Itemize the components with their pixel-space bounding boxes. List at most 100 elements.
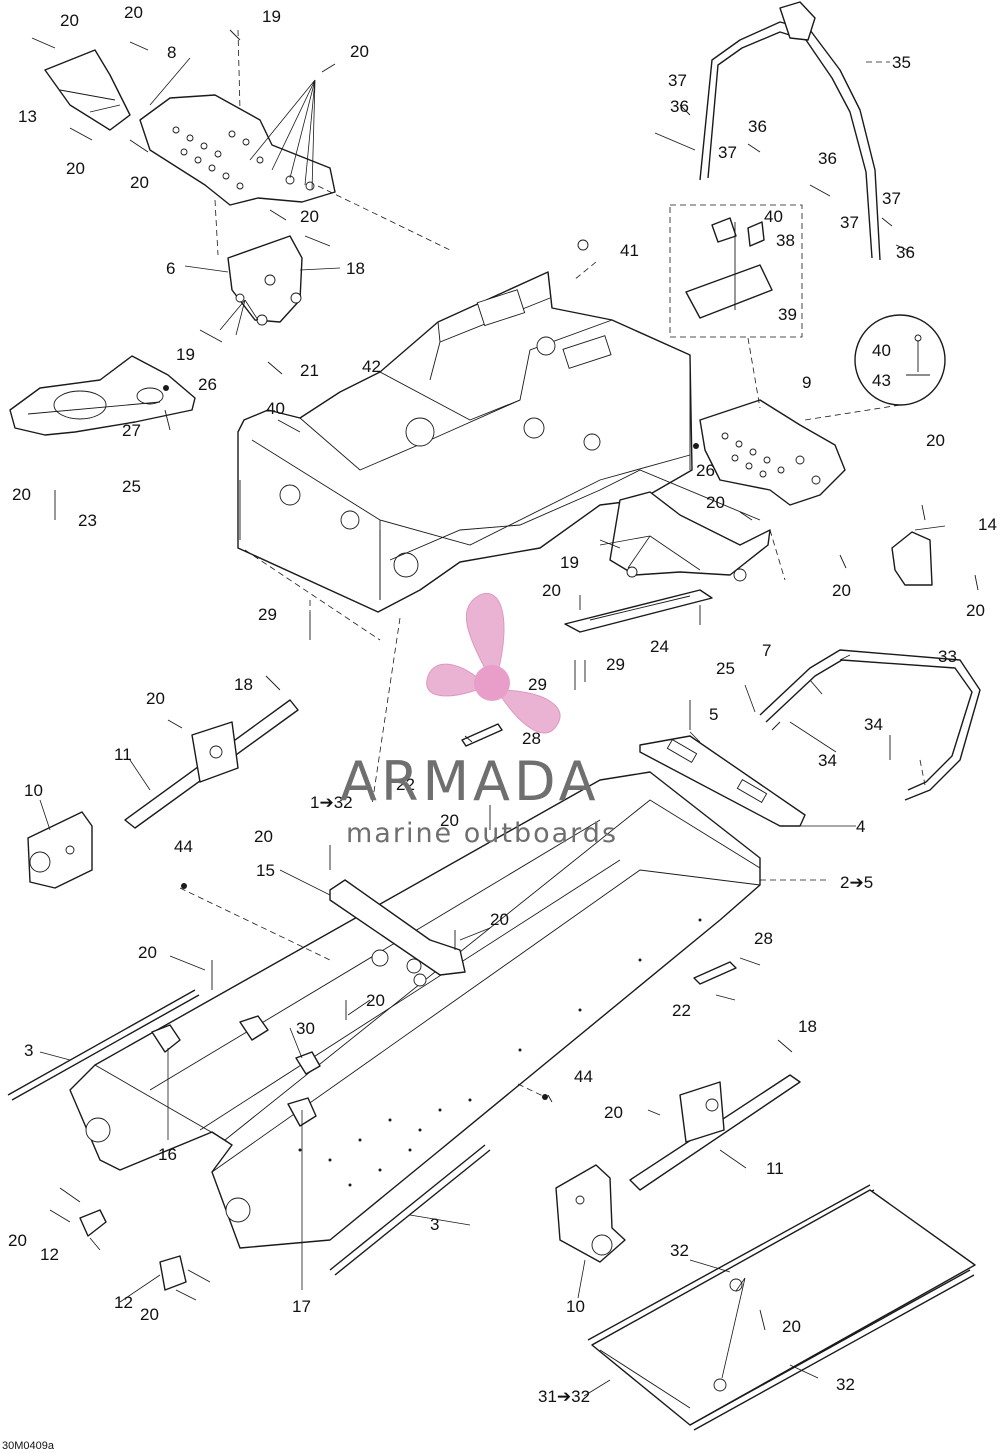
callout-label: 4 [856,817,865,836]
bracket-10-right [555,1164,626,1263]
callout-label: 20 [140,1305,159,1324]
callout-label: 20 [926,431,945,450]
callout-label: 29 [258,605,277,624]
callout-label: 39 [778,305,797,324]
callout-label: 18 [234,675,253,694]
callout-label: 25 [716,659,735,678]
callout-label: 20 [130,173,149,192]
callout-label: 17 [292,1297,311,1316]
brace-24 [564,589,713,633]
callout-label: 20 [490,910,509,929]
callout-label: 32 [836,1375,855,1394]
callout-label: 2➔5 [840,873,873,892]
handle-35 [699,1,881,261]
callout-label: 15 [256,861,275,880]
callout-label: 36 [670,97,689,116]
callout-label: 22 [672,1001,691,1020]
callout-label: 20 [254,827,273,846]
callout-label: 20 [300,207,319,226]
callout-label: 11 [114,745,132,764]
callout-label: 7 [762,641,771,660]
callout-label: 20 [966,601,985,620]
callout-label: 28 [522,729,541,748]
callout-label: 5 [709,705,718,724]
callout-label: 33 [938,647,957,666]
callout-label: 20 [66,159,85,178]
callout-label: 9 [802,373,811,392]
bracket-6 [227,235,303,326]
callout-label: 20 [60,11,79,30]
callout-label: 40 [764,207,783,226]
callout-label: 24 [650,637,669,656]
bumper-33 [759,649,981,801]
callout-label: 18 [346,259,365,278]
callout-label: 20 [542,581,561,600]
callout-label: 19 [560,553,579,572]
callout-label: 23 [78,511,97,530]
bar-11-right [629,1074,801,1191]
callout-label: 20 [146,689,165,708]
callout-label: 3 [24,1041,33,1060]
callout-label: 37 [882,189,901,208]
callout-label: 29 [606,655,625,674]
callout-label: 20 [138,943,157,962]
callout-label: 13 [18,107,37,126]
callout-label: 12 [40,1245,59,1264]
callout-label: 44 [574,1067,593,1086]
callout-label: 27 [122,421,141,440]
callout-label: 21 [300,361,319,380]
callout-label: 8 [167,43,176,62]
callout-label: 26 [696,461,715,480]
callout-label: 11 [766,1159,784,1178]
callout-label: 44 [174,837,193,856]
callout-label: 16 [158,1145,177,1164]
callout-label: 32 [670,1241,689,1260]
callout-label: 20 [604,1103,623,1122]
callout-label: 10 [566,1297,585,1316]
callout-label: 22 [396,775,415,794]
leader-lines [39,29,946,1397]
callout-label: 20 [782,1317,801,1336]
bracket-7 [609,491,771,582]
callout-label: 42 [362,357,381,376]
callout-label: 37 [718,143,737,162]
callout-label: 20 [12,485,31,504]
callout-label: 37 [668,71,687,90]
callout-label: 19 [176,345,195,364]
footrest-left [44,49,336,206]
connectors-28-22 [461,723,737,985]
callout-label: 40 [266,399,285,418]
callout-label: 25 [122,477,141,496]
footrest-right [699,399,933,586]
bar-11-left [124,699,299,829]
callout-label: 36 [818,149,837,168]
callout-label: 19 [262,7,281,26]
callout-numbers: 20 20 19 8 20 13 20 20 20 6 18 19 21 42 … [8,3,997,1406]
bracket-10-left [27,811,93,889]
plates-12 [79,1209,187,1291]
callout-label: 28 [754,929,773,948]
callout-label: 26 [198,375,217,394]
callout-label: 29 [528,675,547,694]
callout-label: 20 [440,811,459,830]
callout-label: 34 [818,751,837,770]
callout-label: 1➔32 [310,793,353,812]
callout-label: 38 [776,231,795,250]
callout-label: 43 [872,371,891,390]
skid-plate-23 [9,355,196,436]
callout-label: 30 [296,1019,315,1038]
callout-label: 20 [366,991,385,1010]
main-frame-assembly [237,271,761,613]
callout-label: 37 [840,213,859,232]
detail-circle-fastener [854,314,946,406]
callout-label: 20 [8,1231,27,1250]
drawing-code: 30M0409a [2,1440,55,1452]
callout-label: 20 [124,3,143,22]
callout-label: 34 [864,715,883,734]
callout-label: 20 [350,42,369,61]
callout-label: 31➔32 [538,1387,590,1406]
callout-label: 20 [832,581,851,600]
callout-label: 40 [872,341,891,360]
